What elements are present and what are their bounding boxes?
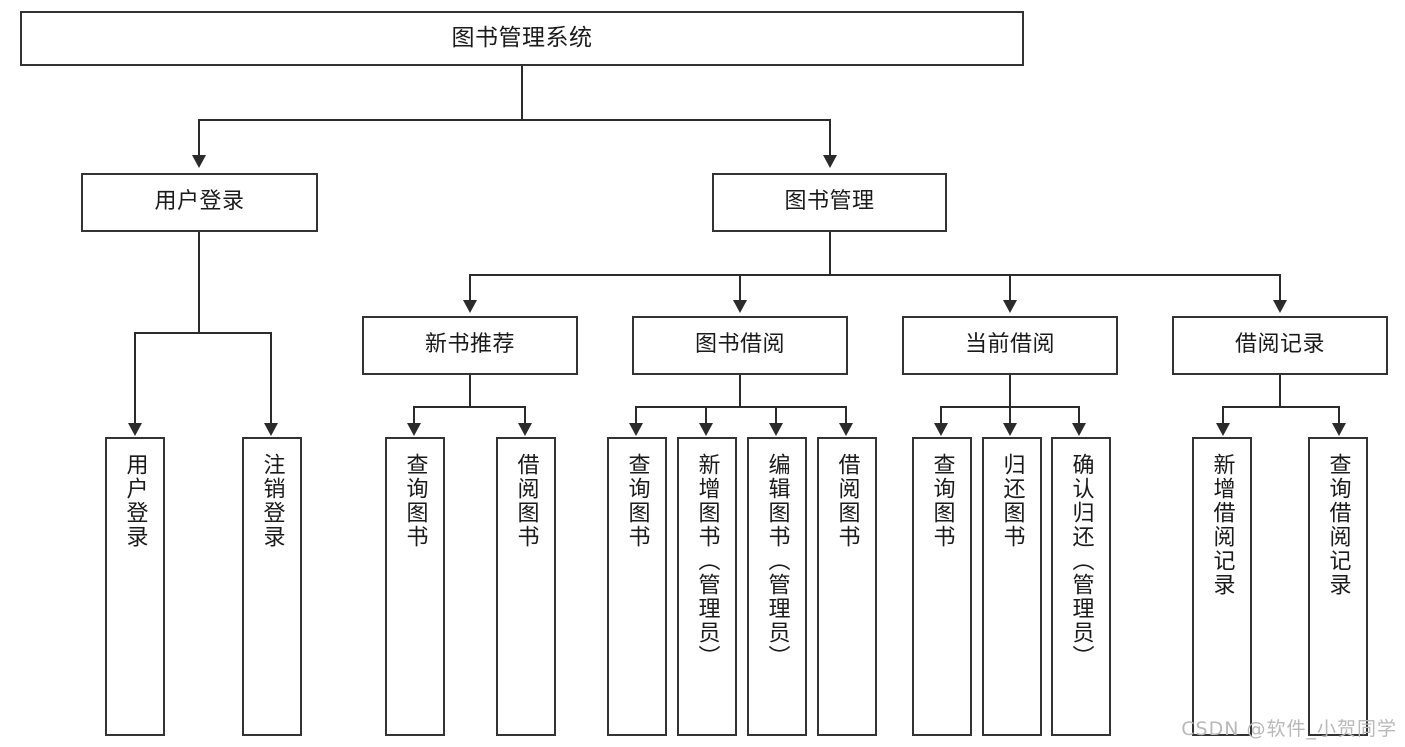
- arrow-borrow-record-leaf-1: [1216, 423, 1230, 436]
- connector-current-borrow-leaf-2: [1009, 406, 1011, 425]
- csdn-watermark: CSDN @软件_小贺同学: [1181, 718, 1397, 740]
- arrow-borrow-record-leaf-2: [1332, 423, 1346, 436]
- leaf-label: 查询图书: [402, 453, 428, 549]
- connector-book-borrow-stem: [739, 375, 741, 407]
- arrow-current-borrow-leaf-2: [1003, 423, 1017, 436]
- connector-book-borrow-leaf-3: [775, 406, 777, 425]
- leaf-book-borrow-search[interactable]: 查询图书: [607, 437, 667, 736]
- connector-book-borrow-leaf-4: [845, 406, 847, 425]
- leaf-new-book-search[interactable]: 查询图书: [385, 437, 445, 736]
- connector-to-user-login: [198, 119, 200, 157]
- connector-current-borrow-leaf-1: [940, 406, 942, 425]
- connector-user-login-bus: [134, 332, 271, 334]
- node-label: 图书管理系统: [451, 24, 593, 51]
- leaf-label: 确认归还（管理员）: [1068, 453, 1094, 669]
- connector-book-management-stem: [829, 232, 831, 275]
- node-label: 图书管理: [784, 189, 875, 215]
- leaf-label: 借阅图书: [513, 453, 539, 549]
- connector-user-login-leaf-1: [134, 332, 136, 425]
- connector-book-management-bus: [469, 274, 1280, 276]
- node-book-management[interactable]: 图书管理: [712, 173, 947, 232]
- connector-to-book-management: [829, 119, 831, 157]
- arrow-new-book-leaf-2: [518, 423, 532, 436]
- connector-borrow-record-bus: [1222, 406, 1339, 408]
- leaf-current-borrow-return[interactable]: 归还图书: [982, 437, 1042, 736]
- arrow-to-borrow-record: [1273, 300, 1287, 313]
- arrow-book-borrow-leaf-1: [629, 423, 643, 436]
- leaf-label: 查询图书: [624, 453, 650, 549]
- arrow-book-borrow-leaf-3: [769, 423, 783, 436]
- node-book-borrow[interactable]: 图书借阅: [632, 316, 848, 375]
- connector-book-borrow-leaf-2: [705, 406, 707, 425]
- leaf-label: 用户登录: [122, 453, 148, 549]
- leaf-label: 编辑图书（管理员）: [764, 453, 790, 669]
- node-label: 图书借阅: [694, 332, 785, 358]
- connector-to-book-borrow: [739, 274, 741, 302]
- connector-book-borrow-bus: [635, 406, 847, 408]
- leaf-book-borrow-add[interactable]: 新增图书（管理员）: [677, 437, 737, 736]
- connector-user-login-stem: [198, 232, 200, 333]
- leaf-user-login-logout[interactable]: 注销登录: [242, 437, 302, 736]
- leaf-book-borrow-borrow[interactable]: 借阅图书: [817, 437, 877, 736]
- arrow-to-new-book: [463, 300, 477, 313]
- connector-to-current-borrow: [1009, 274, 1011, 302]
- connector-new-book-leaf-2: [524, 406, 526, 425]
- arrow-current-borrow-leaf-1: [934, 423, 948, 436]
- arrow-to-user-login: [192, 155, 206, 168]
- leaf-borrow-record-add[interactable]: 新增借阅记录: [1192, 437, 1252, 736]
- arrow-to-current-borrow: [1003, 300, 1017, 313]
- arrow-to-book-management: [823, 155, 837, 168]
- leaf-label: 注销登录: [259, 453, 285, 549]
- connector-current-borrow-leaf-3: [1078, 406, 1080, 425]
- leaf-label: 归还图书: [999, 453, 1025, 549]
- node-label: 用户登录: [154, 189, 245, 215]
- arrow-user-login-leaf-1: [128, 423, 142, 436]
- arrow-book-borrow-leaf-4: [839, 423, 853, 436]
- connector-current-borrow-stem: [1009, 375, 1011, 407]
- node-current-borrow[interactable]: 当前借阅: [902, 316, 1118, 375]
- arrow-current-borrow-leaf-3: [1072, 423, 1086, 436]
- leaf-label: 借阅图书: [834, 453, 860, 549]
- connector-new-book-stem: [469, 375, 471, 407]
- node-label: 借阅记录: [1234, 332, 1325, 358]
- leaf-label: 查询图书: [929, 453, 955, 549]
- leaf-book-borrow-edit[interactable]: 编辑图书（管理员）: [747, 437, 807, 736]
- node-new-book-recommendation[interactable]: 新书推荐: [362, 316, 578, 375]
- leaf-new-book-borrow[interactable]: 借阅图书: [496, 437, 556, 736]
- node-label: 当前借阅: [964, 332, 1055, 358]
- leaf-label: 新增借阅记录: [1209, 453, 1235, 597]
- connector-to-borrow-record: [1279, 274, 1281, 302]
- arrow-to-book-borrow: [733, 300, 747, 313]
- leaf-label: 新增图书（管理员）: [694, 453, 720, 669]
- arrow-new-book-leaf-1: [407, 423, 421, 436]
- connector-new-book-leaf-1: [413, 406, 415, 425]
- leaf-current-borrow-search[interactable]: 查询图书: [912, 437, 972, 736]
- connector-to-new-book: [469, 274, 471, 302]
- leaf-label: 查询借阅记录: [1325, 453, 1351, 597]
- leaf-borrow-record-search[interactable]: 查询借阅记录: [1308, 437, 1368, 736]
- connector-new-book-bus: [413, 406, 525, 408]
- connector-borrow-record-leaf-1: [1222, 406, 1224, 425]
- node-label: 新书推荐: [424, 332, 515, 358]
- node-user-login[interactable]: 用户登录: [81, 173, 318, 232]
- leaf-user-login-login[interactable]: 用户登录: [105, 437, 165, 736]
- arrow-user-login-leaf-2: [264, 423, 278, 436]
- node-root-book-management-system[interactable]: 图书管理系统: [20, 11, 1024, 66]
- connector-borrow-record-leaf-2: [1338, 406, 1340, 425]
- connector-book-borrow-leaf-1: [635, 406, 637, 425]
- connector-borrow-record-stem: [1279, 375, 1281, 407]
- connector-root-stem: [521, 66, 523, 120]
- connector-root-bus: [198, 119, 830, 121]
- arrow-book-borrow-leaf-2: [699, 423, 713, 436]
- connector-user-login-leaf-2: [270, 332, 272, 425]
- node-borrow-record[interactable]: 借阅记录: [1172, 316, 1388, 375]
- leaf-current-borrow-confirm[interactable]: 确认归还（管理员）: [1051, 437, 1111, 736]
